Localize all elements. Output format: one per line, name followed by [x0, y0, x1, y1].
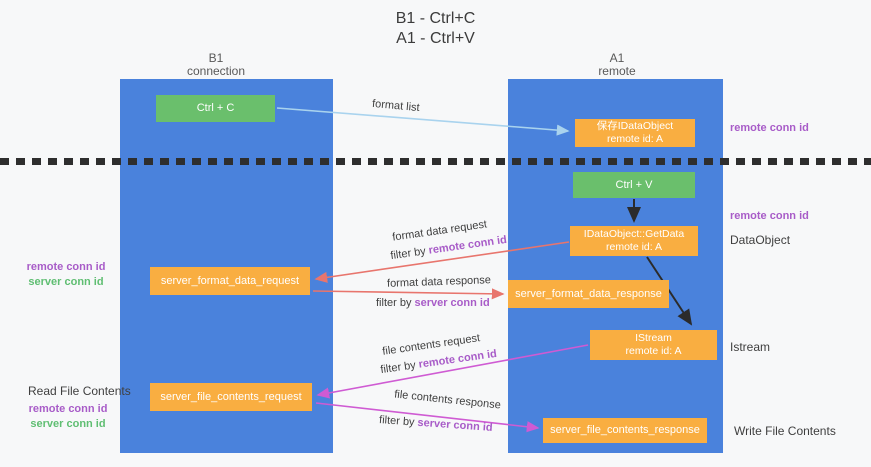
dataobject-side-label: DataObject — [730, 233, 791, 247]
getdata-line1: IDataObject::GetData — [583, 228, 685, 240]
format-data-response-arrow — [312, 288, 505, 300]
left-server-conn-id-bottom: server conn id — [30, 418, 106, 430]
server-conn-id-text: server conn id — [414, 297, 490, 309]
getdata-to-istream-arrow — [646, 256, 693, 326]
filter-by-text: filter by — [376, 297, 412, 309]
getdata-line2: remote id: A — [605, 241, 663, 253]
ctrl-v-label: Ctrl + V — [615, 178, 653, 191]
read-file-contents-label: Read File Contents — [28, 384, 131, 398]
left-column-header-line2: connection — [186, 64, 246, 78]
idataobject-getdata-node: IDataObject::GetData remote id: A — [570, 226, 698, 256]
ctrl-c-node: Ctrl + C — [156, 95, 275, 122]
save-idataobject-node: 保存IDataObject remote id: A — [575, 119, 695, 147]
right-column-header-line2: remote — [598, 64, 636, 78]
left-conn-id-group-top: remote conn id server conn id — [20, 260, 112, 290]
server-file-contents-response-node: server_file_contents_response — [543, 418, 707, 443]
format-list-arrow — [276, 107, 570, 136]
server-format-data-request-node: server_format_data_request — [150, 267, 310, 295]
left-remote-conn-id-top: remote conn id — [26, 261, 106, 273]
left-column-header: B1 connection — [166, 52, 266, 78]
left-conn-id-group-bottom: remote conn id server conn id — [22, 402, 114, 432]
write-file-contents-label: Write File Contents — [734, 424, 836, 438]
format-data-request-arrow — [314, 241, 570, 283]
title-line-2: A1 - Ctrl+V — [396, 30, 475, 47]
ctrl-v-node: Ctrl + V — [573, 172, 695, 198]
right-column-header-line1: A1 — [609, 51, 625, 65]
dashed-divider-line — [0, 158, 871, 165]
filter-by-text: filter by — [378, 414, 415, 429]
server-format-data-response-node: server_format_data_response — [508, 280, 669, 308]
istream-line2: remote id: A — [625, 345, 682, 357]
server-file-contents-response-label: server_file_contents_response — [550, 424, 700, 436]
right-remote-conn-id-bottom: remote conn id — [730, 210, 809, 222]
file-contents-response-arrow — [315, 402, 540, 433]
server-format-data-request-label: server_format_data_request — [160, 274, 300, 287]
title-line-1: B1 - Ctrl+C — [395, 10, 476, 27]
left-server-conn-id-top: server conn id — [28, 276, 104, 288]
server-file-contents-request-node: server_file_contents_request — [150, 383, 312, 411]
save-idataobject-line1: 保存IDataObject — [596, 120, 674, 132]
istream-line1: IStream — [635, 332, 672, 344]
right-column-header: A1 remote — [567, 52, 667, 78]
server-file-contents-request-label: server_file_contents_request — [160, 390, 302, 403]
istream-node: IStream remote id: A — [590, 330, 717, 360]
ctrl-c-label: Ctrl + C — [196, 102, 235, 114]
file-contents-request-arrow — [316, 344, 589, 399]
left-column-header-line1: B1 — [208, 51, 224, 65]
left-remote-conn-id-bottom: remote conn id — [28, 403, 108, 415]
right-remote-conn-id-top: remote conn id — [730, 122, 809, 134]
diagram-title: B1 - Ctrl+C A1 - Ctrl+V — [0, 9, 871, 49]
save-idataobject-line2: remote id: A — [606, 133, 664, 145]
server-format-data-response-label: server_format_data_response — [515, 287, 662, 300]
istream-side-label: Istream — [730, 340, 771, 354]
